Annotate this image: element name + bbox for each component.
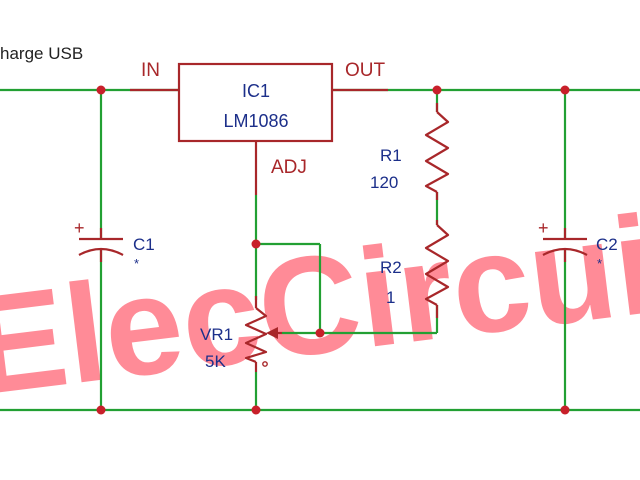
- c2-plate-bottom: [542, 247, 588, 256]
- junctions: [96, 85, 570, 415]
- junction-c2-top: [560, 85, 570, 95]
- r1-value: 120: [370, 173, 398, 192]
- junction-wiper: [315, 328, 325, 338]
- r2-ref: R2: [380, 258, 402, 277]
- vr1-ref: VR1: [200, 325, 233, 344]
- vr1-value: 5K: [205, 352, 226, 371]
- pin-out-label: OUT: [345, 60, 386, 81]
- c1-mark: *: [134, 256, 139, 271]
- c1-ref: C1: [133, 235, 155, 254]
- wires: [0, 88, 640, 412]
- caption-text: harge USB: [0, 44, 83, 63]
- junction-c1-bottom: [96, 405, 106, 415]
- r2-zigzag: [424, 224, 450, 306]
- junction-adj: [251, 239, 261, 249]
- junction-vr1-bottom: [251, 405, 261, 415]
- vr1-zigzag: [244, 307, 268, 364]
- capacitor-c1: + C1 *: [74, 218, 155, 271]
- pin-in-label: IN: [141, 60, 160, 81]
- c2-polarity: +: [538, 218, 549, 238]
- c1-plate-bottom: [78, 247, 124, 256]
- r1-ref: R1: [380, 146, 402, 165]
- ic1-ref: IC1: [242, 81, 270, 101]
- junction-r1-top: [432, 85, 442, 95]
- r2-value: 1: [386, 288, 395, 307]
- resistor-r1: R1 120: [370, 111, 450, 193]
- regulator-ic1: IC1 LM1086 IN OUT ADJ: [141, 60, 386, 178]
- resistor-r2: R2 1: [380, 224, 450, 307]
- capacitor-c2: + C2 *: [538, 218, 618, 271]
- ic1-body: [177, 62, 334, 143]
- c1-polarity: +: [74, 218, 85, 238]
- vr1-end-mark: [262, 361, 268, 367]
- junction-c2-bottom: [560, 405, 570, 415]
- r1-zigzag: [424, 111, 450, 193]
- junction-c1-top: [96, 85, 106, 95]
- part-leads: [99, 88, 567, 372]
- c2-mark: *: [597, 256, 602, 271]
- vr1-wiper-arrow: [266, 327, 278, 339]
- ic1-part: LM1086: [223, 111, 288, 131]
- pin-adj-label: ADJ: [271, 157, 307, 178]
- c2-ref: C2: [596, 235, 618, 254]
- potentiometer-vr1: VR1 5K: [200, 307, 282, 371]
